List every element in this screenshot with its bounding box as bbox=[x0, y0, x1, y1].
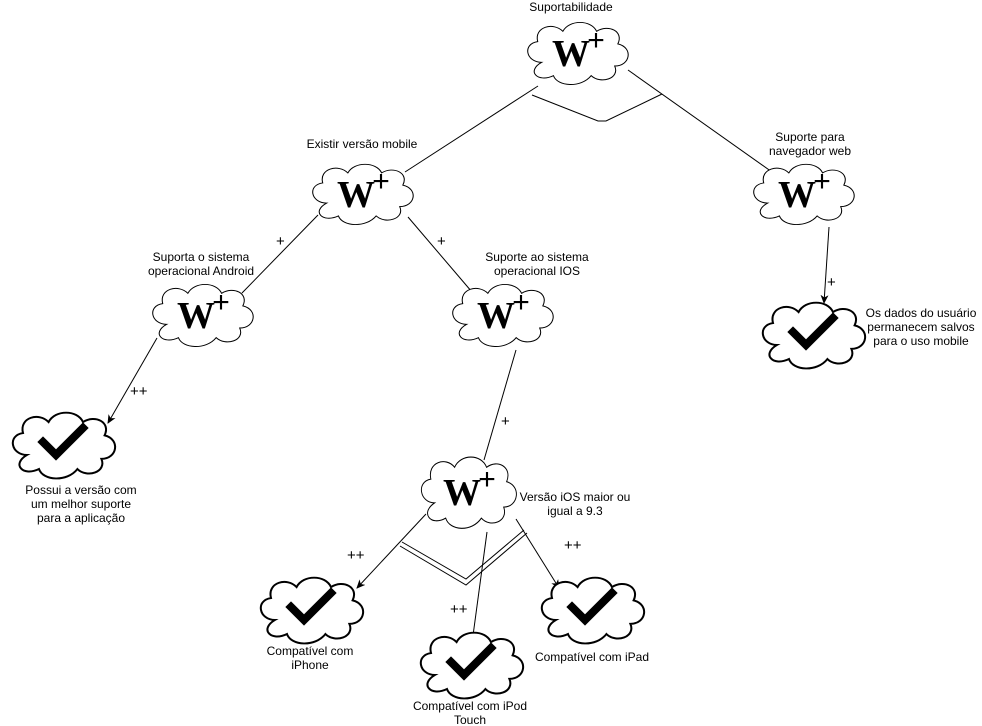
contribution-android-goal: ++ bbox=[130, 383, 148, 400]
node-label-ios: Suporte ao sistema operacional IOS bbox=[485, 250, 589, 278]
goal-label-dados-usuario: Os dados do usuário permanecem salvos pa… bbox=[865, 306, 977, 348]
softgoal-cloud-versao_mobile bbox=[312, 163, 414, 226]
checkmark-icon bbox=[566, 587, 618, 626]
w-plus-symbol-ios: W bbox=[477, 295, 515, 337]
link-ios93-ipad bbox=[515, 518, 560, 589]
or-double-line-outer bbox=[399, 532, 528, 586]
link-web-dados bbox=[820, 226, 830, 304]
goal-label-ipod: Compatível com iPod Touch bbox=[412, 699, 528, 726]
node-label-suportabilidade: Suportabilidade bbox=[529, 0, 613, 14]
link-root-mobile bbox=[404, 85, 539, 173]
w-plus-symbol-navegador_web: W bbox=[778, 174, 816, 216]
or-double-line-inner bbox=[401, 529, 525, 580]
link-mobile-android bbox=[241, 214, 319, 294]
goal-label-android-suporte: Possui a versão com um melhor suporte pa… bbox=[25, 483, 137, 525]
contribution-mobile-android: + bbox=[276, 233, 285, 250]
contribution-ios93-ipod: ++ bbox=[450, 601, 468, 618]
contribution-web-dados: + bbox=[827, 274, 836, 291]
link-ios93-ipod bbox=[469, 531, 488, 644]
link-ios93-iphone bbox=[356, 513, 427, 589]
node-label-versao-mobile: Existir versão mobile bbox=[306, 137, 418, 151]
node-label-ios-93: Versão iOS maior ou igual a 9.3 bbox=[519, 490, 631, 518]
checkmark-icon bbox=[37, 422, 89, 461]
plus-superscript-navegador_web: + bbox=[813, 165, 831, 198]
contribution-ios93-iphone: ++ bbox=[347, 547, 365, 564]
plus-superscript-ios: + bbox=[512, 286, 530, 319]
and-decomposition-arc bbox=[531, 93, 663, 122]
softgoal-cloud-ios_93 bbox=[421, 456, 517, 529]
softgoal-cloud-android bbox=[152, 283, 254, 348]
goal-label-ipad: Compatível com iPad bbox=[534, 650, 650, 664]
plus-superscript-versao_mobile: + bbox=[372, 165, 390, 198]
w-plus-symbol-android: W bbox=[177, 295, 215, 337]
softgoal-cloud-ios bbox=[452, 283, 554, 348]
contribution-ios-93: + bbox=[501, 413, 510, 430]
checkmark-icon bbox=[787, 312, 839, 351]
link-ios-ios93 bbox=[483, 349, 517, 461]
node-label-navegador-web: Suporte para navegador web bbox=[768, 130, 852, 158]
link-android-goal bbox=[107, 337, 158, 424]
contribution-mobile-ios: + bbox=[437, 233, 446, 250]
checkmark-icon bbox=[285, 587, 337, 626]
node-label-android: Suporta o sistema operacional Android bbox=[147, 250, 255, 278]
plus-superscript-ios_93: + bbox=[478, 463, 496, 496]
checkmark-icon bbox=[445, 642, 497, 681]
link-mobile-ios bbox=[407, 216, 473, 293]
w-plus-symbol-ios_93: W bbox=[443, 472, 481, 514]
softgoal-cloud-navegador_web bbox=[753, 163, 855, 226]
w-plus-symbol-suportabilidade: W bbox=[552, 33, 590, 75]
softgoal-cloud-suportabilidade bbox=[527, 21, 629, 86]
contribution-ios93-ipad: ++ bbox=[564, 537, 582, 554]
plus-superscript-android: + bbox=[212, 286, 230, 319]
plus-superscript-suportabilidade: + bbox=[587, 24, 605, 57]
link-root-web bbox=[627, 69, 773, 173]
w-plus-symbol-versao_mobile: W bbox=[337, 174, 375, 216]
goal-label-iphone: Compatível com iPhone bbox=[266, 644, 354, 672]
